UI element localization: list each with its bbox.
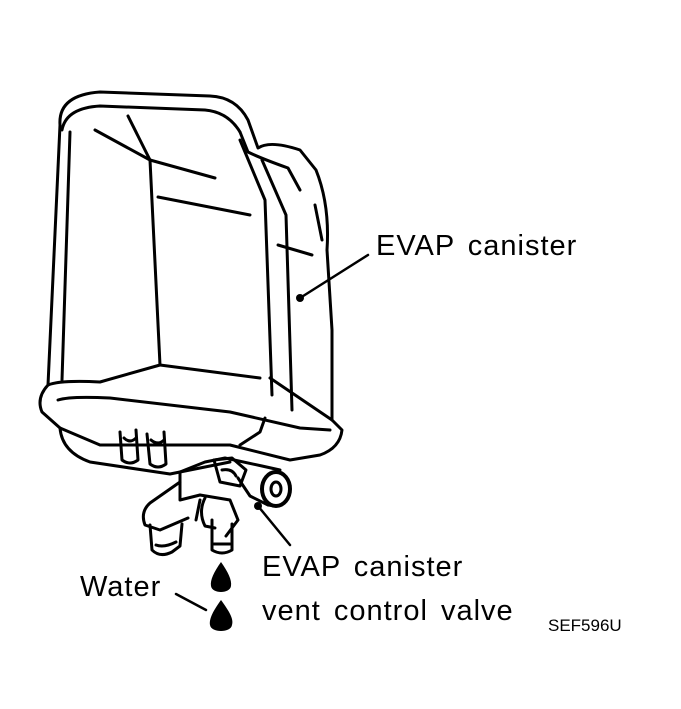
water-droplets bbox=[209, 562, 233, 631]
valve-label-line2: vent control valve bbox=[262, 595, 514, 627]
valve-label-line1: EVAP canister bbox=[262, 551, 464, 583]
valve-leader-dot bbox=[254, 502, 262, 510]
water-drop-1 bbox=[210, 562, 232, 592]
leader-lines bbox=[174, 253, 370, 612]
canister-leader-dot bbox=[296, 294, 304, 302]
figure-code: SEF596U bbox=[548, 616, 622, 635]
canister-leader-line bbox=[298, 253, 370, 300]
water-drop-2 bbox=[209, 600, 233, 631]
water-label: Water bbox=[80, 571, 162, 603]
vent-control-valve bbox=[141, 456, 292, 557]
canister-label: EVAP canister bbox=[376, 230, 578, 262]
water-leader-line bbox=[174, 592, 208, 612]
valve-leader-line bbox=[256, 504, 292, 547]
canister-body bbox=[38, 90, 344, 476]
